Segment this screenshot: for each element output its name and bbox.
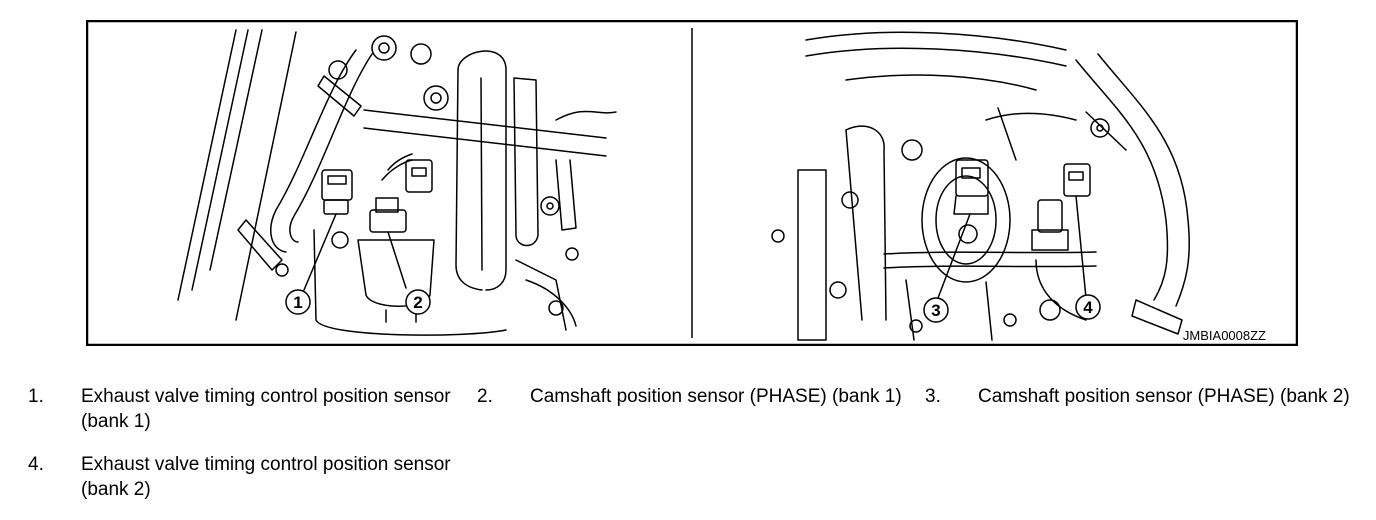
legend-number: 2.: [477, 386, 493, 407]
legend-text: Camshaft position sensor (PHASE) (bank 1…: [530, 386, 902, 407]
figure-code: JMBIA0008ZZ: [1183, 328, 1266, 343]
right-panel-bank2: [771, 31, 1190, 341]
callout-1: 1: [285, 289, 311, 315]
svg-text:4: 4: [1083, 298, 1093, 317]
svg-text:1: 1: [293, 293, 302, 312]
legend: 1. Exhaust valve timing control position…: [0, 378, 1376, 520]
legend-number: 1.: [28, 386, 44, 407]
svg-text:2: 2: [413, 293, 422, 312]
legend-number: 3.: [925, 386, 941, 407]
callout-3: 3: [923, 297, 949, 323]
engine-diagram: 1 2: [86, 20, 1298, 346]
svg-text:3: 3: [931, 301, 940, 320]
callout-4: 4: [1075, 294, 1101, 320]
legend-text: Camshaft position sensor (PHASE) (bank 2…: [978, 386, 1350, 407]
legend-text: Exhaust valve timing control position se…: [81, 454, 451, 500]
callout-2: 2: [405, 289, 431, 315]
legend-text: Exhaust valve timing control position se…: [81, 386, 451, 432]
left-panel-bank1: [177, 29, 617, 336]
legend-number: 4.: [28, 454, 44, 475]
